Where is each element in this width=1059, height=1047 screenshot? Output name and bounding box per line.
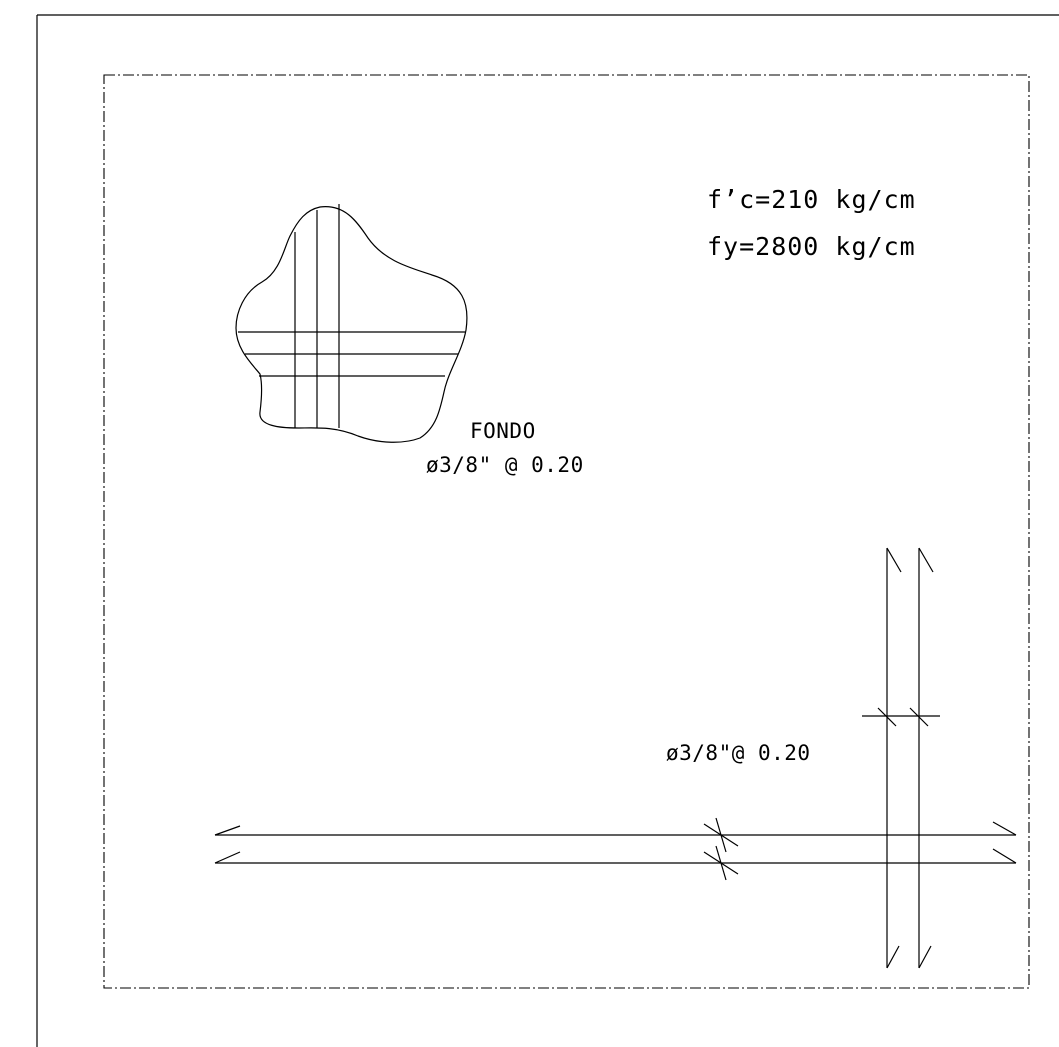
callout-side-spec: ø3/8"@ 0.20	[666, 741, 811, 765]
vertical-bars	[862, 547, 940, 969]
sheet-frame	[36, 14, 1059, 1047]
horizontal-bars	[214, 817, 1017, 881]
concrete-strength-note: f’c=210 kg/cm	[707, 185, 916, 214]
steel-yield-note: fy=2800 kg/cm	[707, 232, 916, 261]
slab-boundary	[103, 74, 1030, 989]
mesh-detail-cloud	[235, 204, 468, 443]
callout-bottom-spec: ø3/8" @ 0.20	[426, 453, 584, 477]
callout-bottom-title: FONDO	[470, 419, 536, 443]
